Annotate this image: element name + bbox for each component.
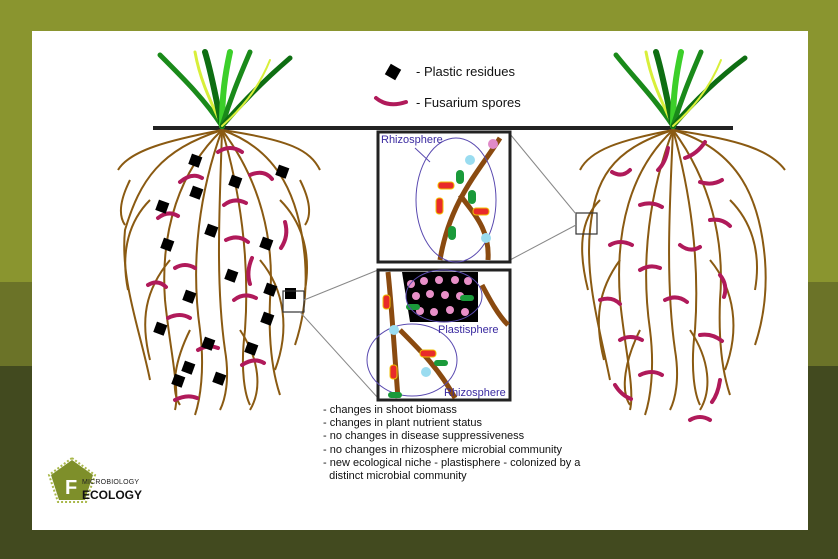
left-plant-roots	[117, 129, 321, 416]
logo-emblem: F	[47, 456, 97, 503]
effect-item: distinct microbial community	[323, 470, 467, 483]
effect-item: - new ecological niche - plastisphere - …	[323, 456, 581, 469]
inset-rhizosphere-top	[376, 130, 512, 264]
logo-text-ecology: ECOLOGY	[82, 488, 143, 502]
effect-item: - no changes in disease suppressiveness	[323, 430, 525, 443]
left-zoom-line-bottom	[299, 311, 379, 399]
logo-letter: F	[65, 477, 77, 499]
inset-plastisphere-bottom	[366, 268, 512, 402]
inset-top-rhizosphere-label: Rhizosphere	[381, 134, 443, 146]
left-zoom-marker	[282, 290, 305, 313]
right-zoom-line-top	[509, 133, 577, 215]
effects-list: - changes in shoot biomass - changes in …	[323, 404, 580, 483]
effect-item: - changes in plant nutrient status	[323, 417, 482, 430]
right-fusarium-spores	[598, 140, 732, 422]
legend-spore-label: - Fusarium spores	[416, 95, 521, 110]
soil-line	[153, 126, 733, 130]
left-plastic-residues	[153, 153, 296, 388]
right-zoom-line-bottom	[509, 224, 577, 261]
legend-plastic-icon	[384, 63, 402, 81]
right-plant-roots	[579, 129, 786, 416]
legend-plastic-label: - Plastic residues	[416, 64, 515, 79]
inset-plastisphere-label: Plastisphere	[438, 324, 499, 336]
left-zoom-line-top	[303, 269, 379, 301]
left-plant-shoot	[157, 49, 293, 129]
effect-item: - no changes in rhizosphere microbial co…	[323, 443, 563, 456]
right-plant-shoot	[613, 49, 748, 129]
effect-item: - changes in shoot biomass	[323, 404, 457, 416]
left-fusarium-spores	[146, 146, 289, 402]
inset-bottom-rhizosphere-label: Rhizosphere	[444, 387, 506, 399]
right-zoom-marker	[575, 212, 598, 235]
logo-text-microbiology: MICROBIOLOGY	[82, 479, 140, 486]
legend-spore-icon	[374, 96, 408, 107]
